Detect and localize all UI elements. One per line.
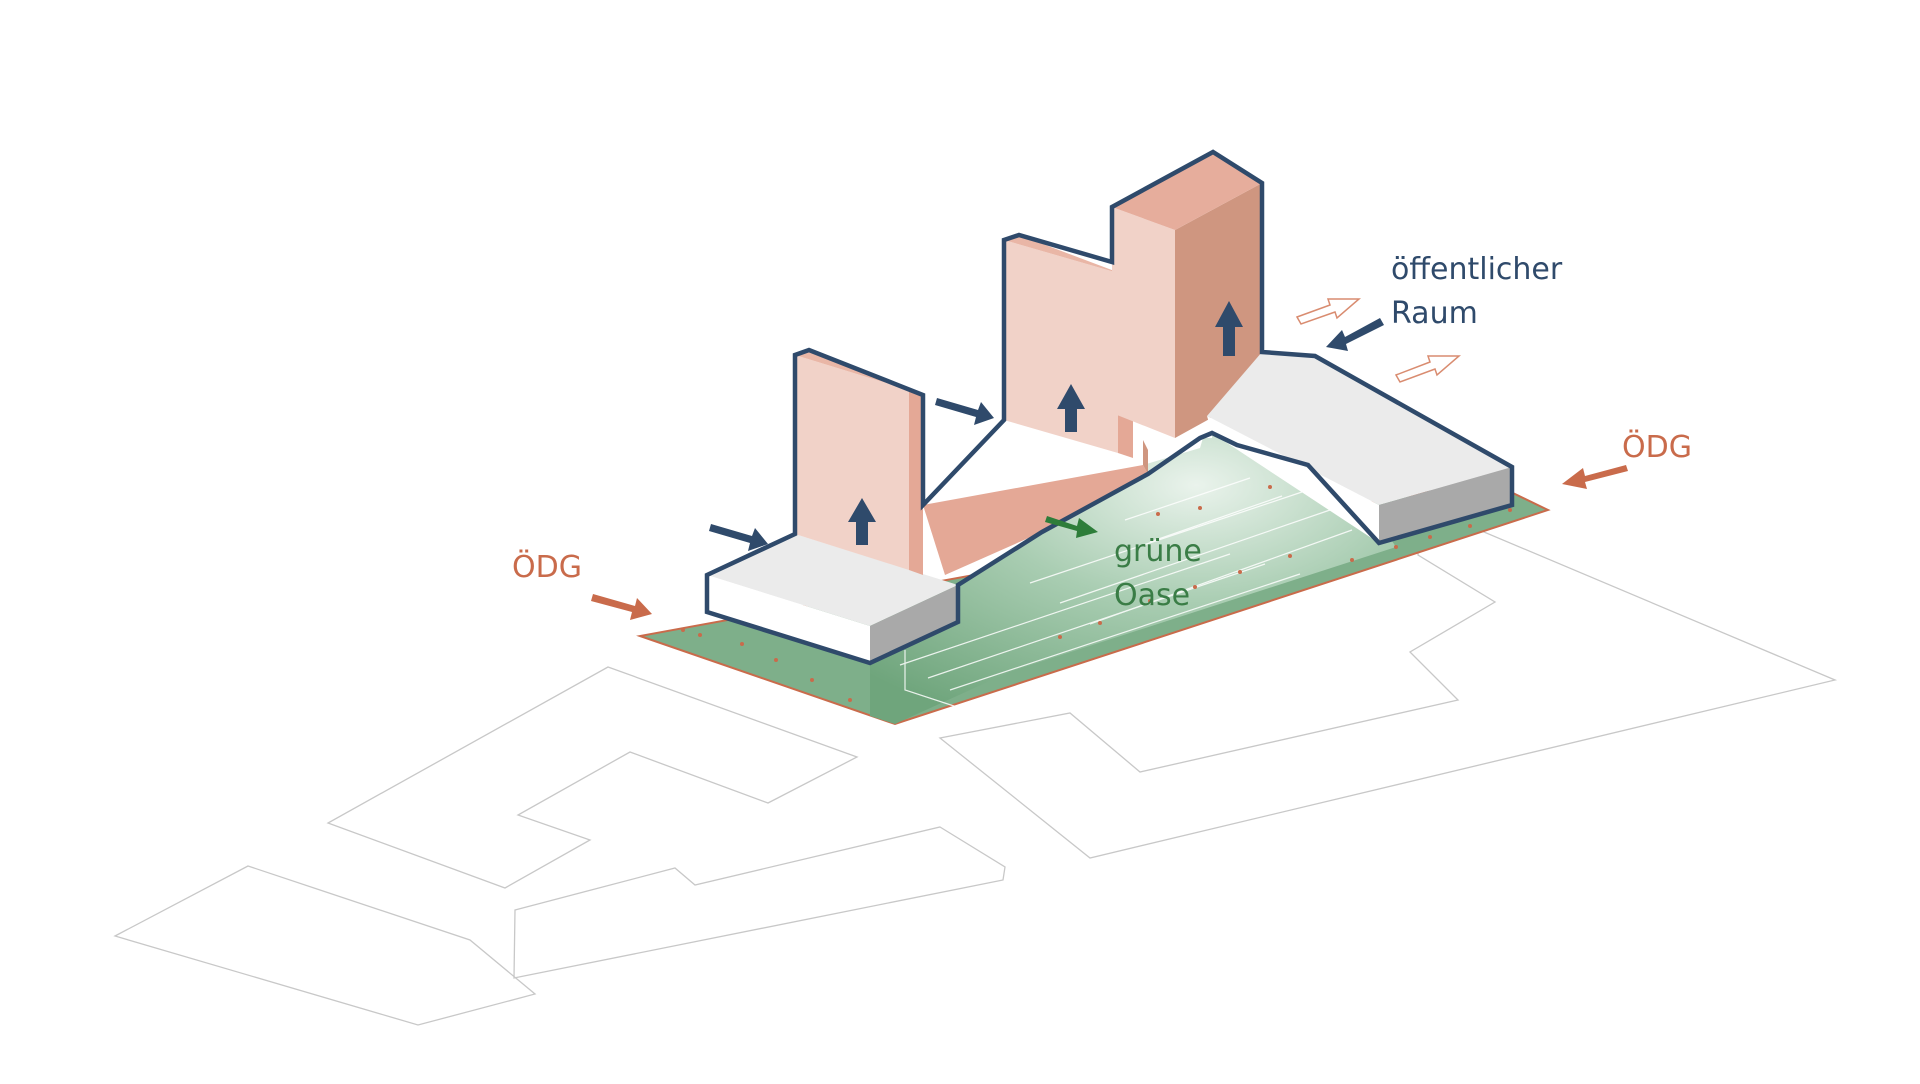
building-outlines [704,149,1515,666]
context-buildings [113,504,1838,1026]
green-oasis-label-line1: grüne [1114,534,1202,569]
odg-label-right-text: ÖDG [1622,430,1692,465]
arrow-up-icon [848,498,876,545]
public-space-label-line2: Raum [1391,295,1478,331]
boundary-dots [681,485,1512,702]
arrow-up-icon-group [848,301,1243,545]
context-building [113,865,537,1026]
context-building [938,504,1838,859]
arrow-in-icon [709,524,768,551]
context-building [326,666,859,889]
connector-bar [923,440,1148,575]
odg-arrow-group [591,465,1628,620]
odg-label-left-text: ÖDG [512,550,582,585]
arrow-up-icon [1215,301,1243,356]
arrow-in-icon [1562,465,1628,489]
green-oasis-label: grüne Oase [1114,530,1202,617]
context-building [513,826,1006,979]
odg-label-right: ÖDG [1622,426,1692,470]
left-plinth [707,534,958,663]
arrow-in-icon [1326,318,1384,351]
arrow-out-icon [1394,355,1462,383]
arrow-out-icon [1045,516,1098,538]
arrow-out-icon [1295,298,1362,325]
public-space-arrows [1295,298,1462,383]
green-oasis-label-line2: Oase [1114,577,1191,613]
arrow-in-icon [591,594,652,620]
arrow-in-icon-group [709,318,1384,551]
oasis-surface [870,433,1396,724]
public-space-label-line1: öffentlicher [1391,252,1563,287]
green-arrow-group [1045,516,1098,538]
tower-c [1112,152,1262,438]
odg-label-left: ÖDG [512,546,582,590]
public-space-label: öffentlicher Raum [1391,248,1562,335]
oasis-contour-lines [899,477,1353,709]
arrow-up-icon [1057,384,1085,432]
arrow-in-icon [935,398,994,425]
